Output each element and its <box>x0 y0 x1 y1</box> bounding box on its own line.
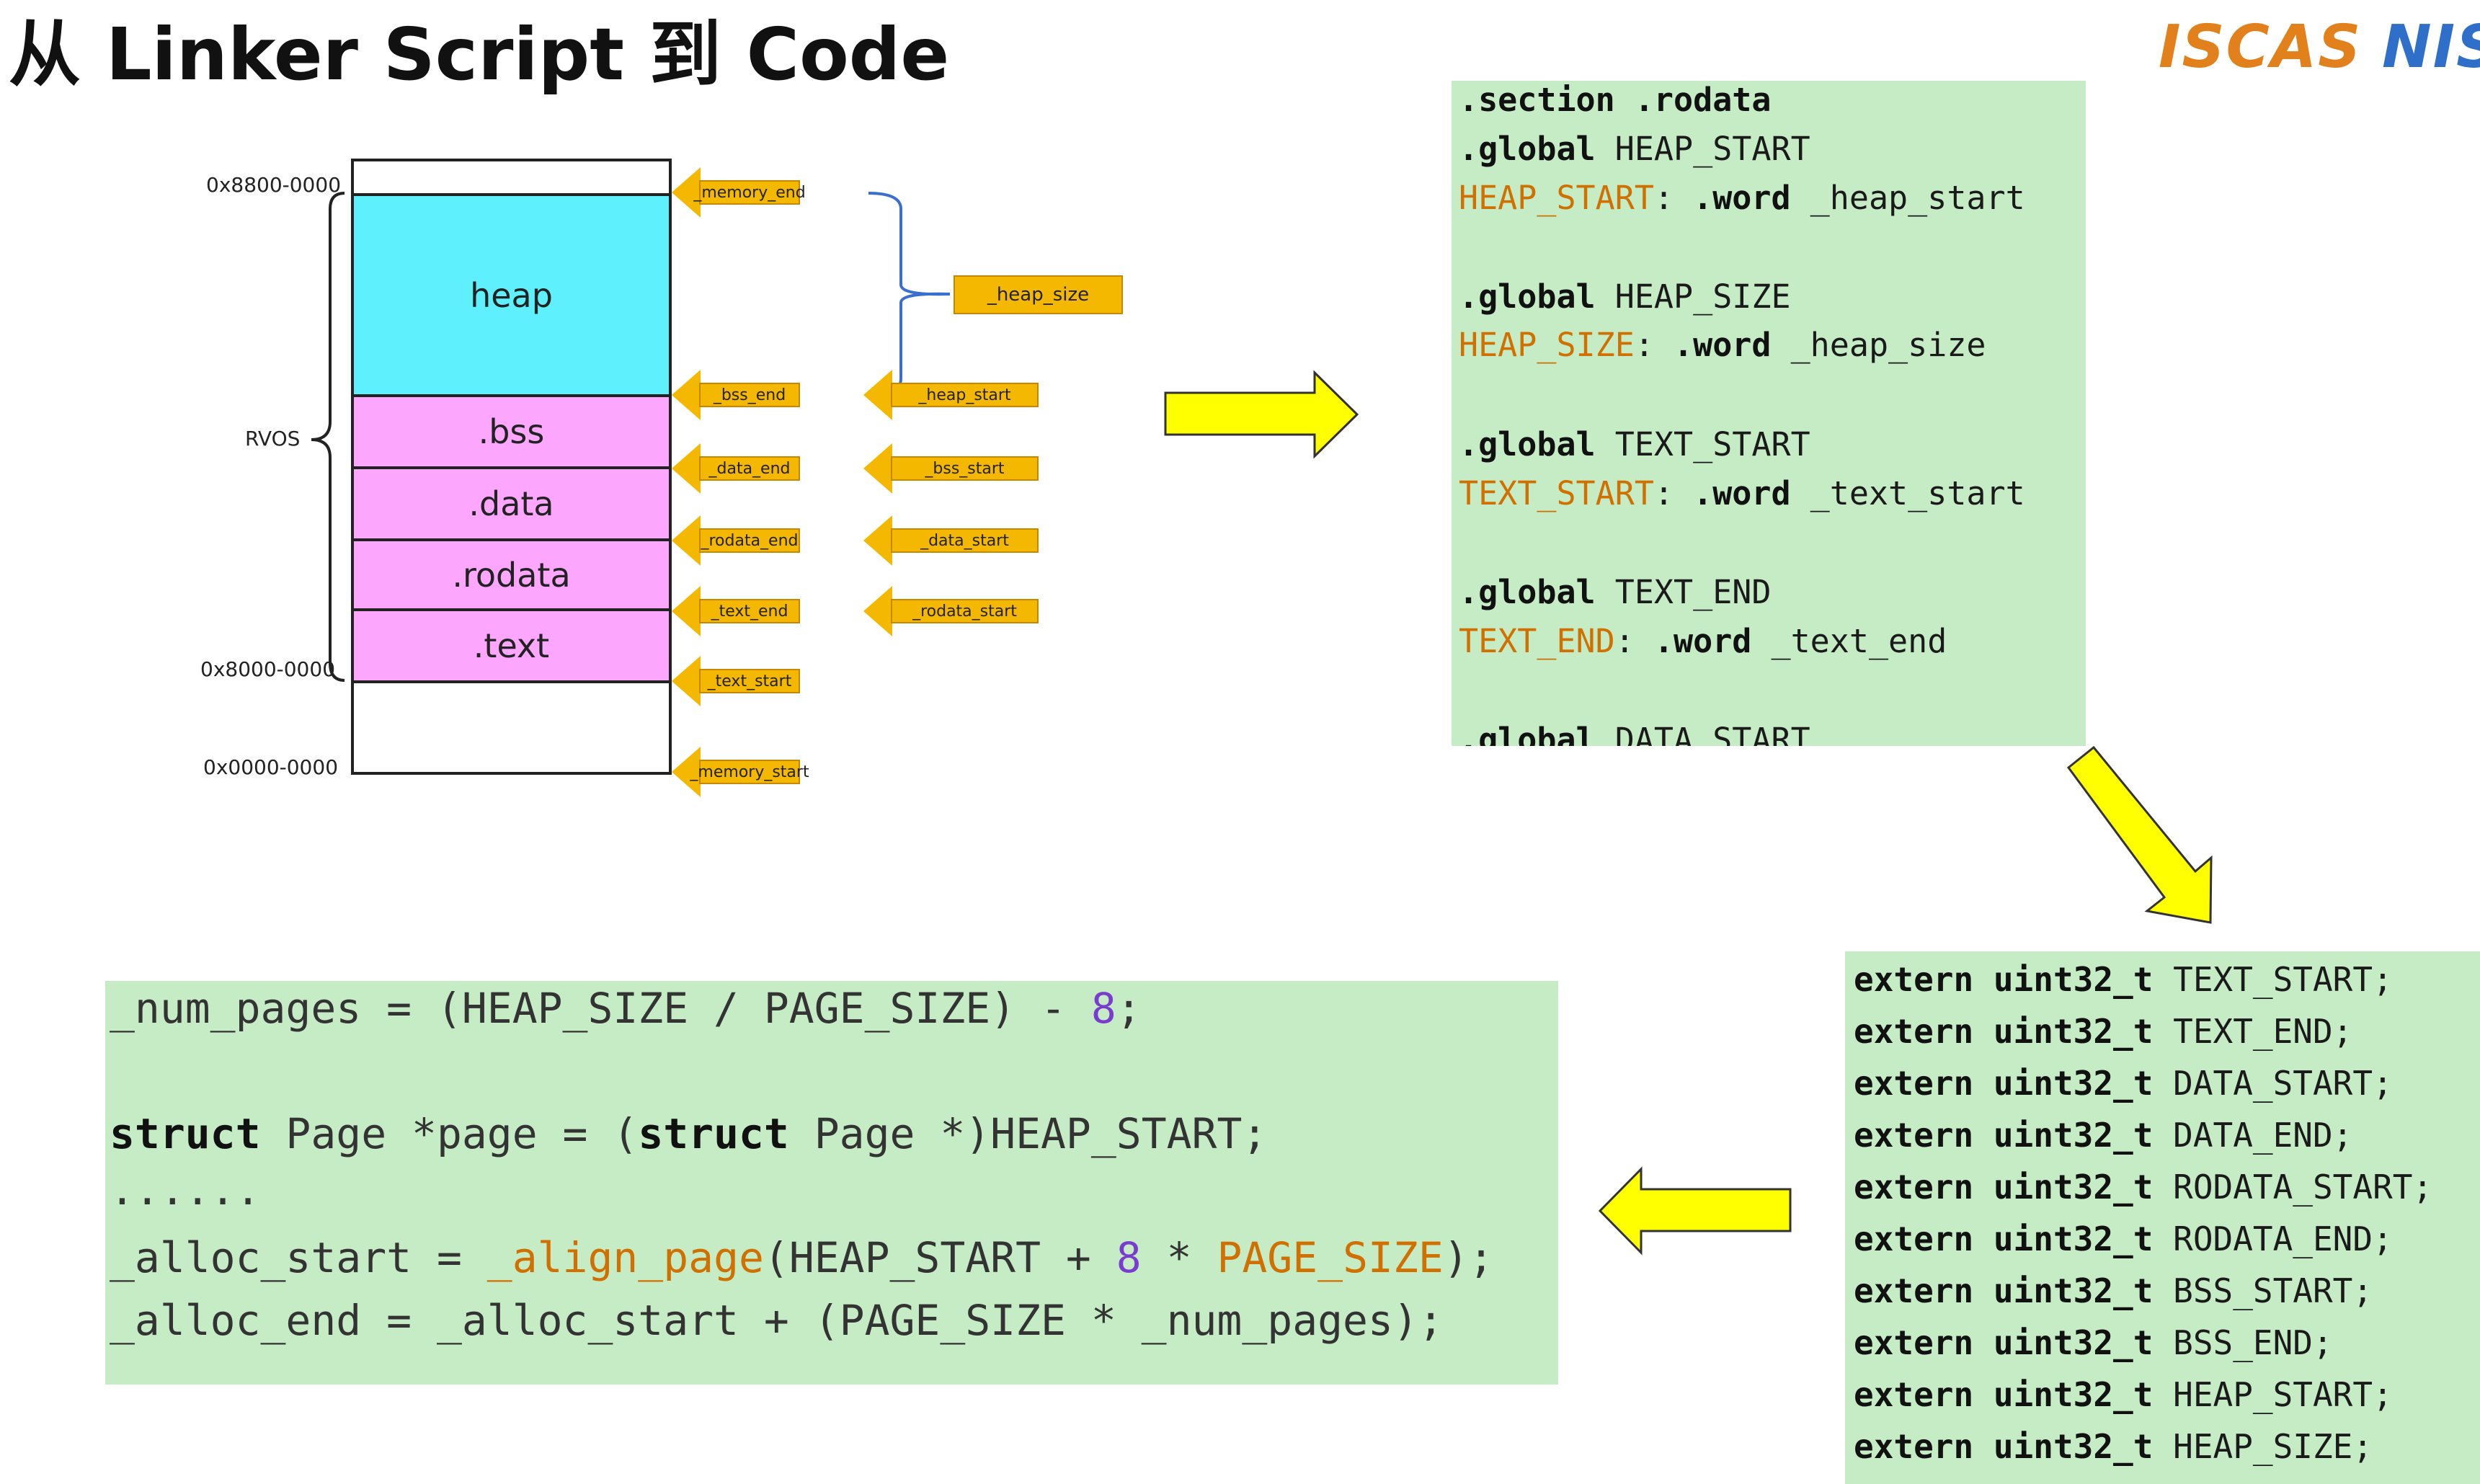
address-top: 0x8800-0000 <box>206 173 342 197</box>
asm-line: TEXT_START: .word _text_start <box>1459 474 2025 512</box>
code-line: _alloc_start = _align_page(HEAP_START + … <box>110 1233 1494 1282</box>
asm-line: .global TEXT_END <box>1459 573 1772 611</box>
extern-line: extern uint32_t DATA_START; <box>1854 1064 2393 1103</box>
address-bottom: 0x8000-0000 <box>200 657 336 681</box>
extern-line: extern uint32_t TEXT_END; <box>1854 1012 2353 1051</box>
data-segment: .data <box>351 469 672 541</box>
extern-declarations-box: extern uint32_t TEXT_START; extern uint3… <box>1845 951 2480 1484</box>
arrow-left <box>1598 1166 1792 1256</box>
rvos-brace <box>311 192 345 682</box>
extern-line: extern uint32_t TEXT_START; <box>1854 960 2393 999</box>
asm-line: TEXT_END: .word _text_end <box>1459 622 1947 660</box>
heap-segment: heap <box>351 193 672 397</box>
asm-line: .section .rodata <box>1459 81 1772 119</box>
asm-line: .global HEAP_START <box>1459 130 1810 168</box>
nis-logo: NIS <box>2382 13 2480 81</box>
rodata-label: .rodata <box>452 555 571 595</box>
extern-line: extern uint32_t RODATA_END; <box>1854 1219 2393 1258</box>
bss-segment: .bss <box>351 397 672 469</box>
asm-line: .global DATA_START <box>1459 721 1810 746</box>
tag-heap-size: _heap_size <box>954 275 1123 314</box>
code-line: _num_pages = (HEAP_SIZE / PAGE_SIZE) - 8… <box>110 984 1142 1033</box>
extern-line: extern uint32_t DATA_END; <box>1854 1116 2353 1155</box>
code-line: ...... <box>110 1165 261 1214</box>
page-title: 从 Linker Script 到 Code <box>9 12 950 97</box>
rodata-segment: .rodata <box>351 541 672 611</box>
iscas-logo: ISCAS <box>2159 13 2363 81</box>
code-line: _alloc_end = _alloc_start + (PAGE_SIZE *… <box>110 1296 1444 1345</box>
text-segment: .text <box>351 611 672 683</box>
page-init-code-box: _num_pages = (HEAP_SIZE / PAGE_SIZE) - 8… <box>105 981 1558 1385</box>
arrow-down-right <box>2066 745 2213 924</box>
asm-line: HEAP_START: .word _heap_start <box>1459 179 2025 217</box>
asm-line: .global TEXT_START <box>1459 425 1810 463</box>
text-label: .text <box>473 626 550 665</box>
extern-line: extern uint32_t BSS_START; <box>1854 1271 2373 1310</box>
bss-label: .bss <box>478 412 545 451</box>
extern-line: extern uint32_t BSS_END; <box>1854 1323 2333 1362</box>
extern-line: extern uint32_t HEAP_START; <box>1854 1375 2393 1414</box>
asm-line: HEAP_SIZE: .word _heap_size <box>1459 326 1986 364</box>
extern-line: extern uint32_t HEAP_SIZE; <box>1854 1427 2373 1466</box>
heap-label: heap <box>470 275 553 315</box>
data-label: .data <box>468 484 554 523</box>
arrow-right <box>1164 370 1359 459</box>
rvos-label: RVOS <box>245 427 301 450</box>
assembly-code-box: .section .rodata .global HEAP_START HEAP… <box>1452 81 2086 746</box>
address-zero: 0x0000-0000 <box>203 755 339 779</box>
code-line: struct Page *page = (struct Page *)HEAP_… <box>110 1109 1268 1158</box>
asm-line: .global HEAP_SIZE <box>1459 277 1791 316</box>
extern-line: extern uint32_t RODATA_START; <box>1854 1168 2433 1207</box>
